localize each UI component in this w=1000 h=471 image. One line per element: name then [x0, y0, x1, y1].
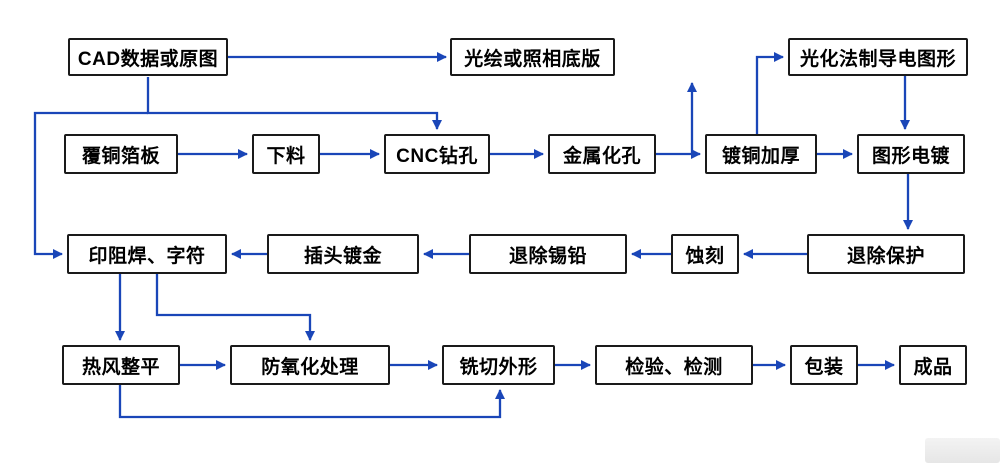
- node-pattern-plating: 图形电镀: [857, 134, 965, 174]
- node-hot-air-leveling: 热风整平: [62, 345, 180, 385]
- node-routing-outline: 铣切外形: [442, 345, 555, 385]
- node-anti-oxidation: 防氧化处理: [230, 345, 390, 385]
- watermark-smudge: [925, 438, 1000, 463]
- arrow-copper-to-photochemical: [755, 52, 784, 134]
- node-packaging: 包装: [790, 345, 858, 385]
- node-strip-resist: 退除保护: [807, 234, 965, 274]
- node-connector-gold-plating: 插头镀金: [267, 234, 419, 274]
- node-copper-clad-laminate: 覆铜箔板: [64, 134, 178, 174]
- node-solder-mask-legend: 印阻焊、字符: [67, 234, 227, 274]
- node-photo-film: 光绘或照相底版: [450, 38, 615, 76]
- arrow-solder-mask-to-antiox: [155, 274, 315, 341]
- node-copper-plating: 镀铜加厚: [705, 134, 817, 174]
- arrow-cad-to-cnc: [146, 77, 442, 130]
- node-photochemical-pattern: 光化法制导电图形: [788, 38, 968, 76]
- node-hole-metallization: 金属化孔: [548, 134, 656, 174]
- node-cad-data: CAD数据或原图: [68, 38, 228, 76]
- node-strip-tin-lead: 退除锡铅: [469, 234, 627, 274]
- node-cutting: 下料: [252, 134, 320, 174]
- node-etching: 蚀刻: [671, 234, 739, 274]
- node-finished-product: 成品: [899, 345, 967, 385]
- arrow-hasl-bypass-to-routing: [118, 385, 505, 419]
- node-inspection-testing: 检验、检测: [595, 345, 753, 385]
- arrow-cad-to-solder-mask: [33, 111, 148, 259]
- node-cnc-drilling: CNC钻孔: [384, 134, 490, 174]
